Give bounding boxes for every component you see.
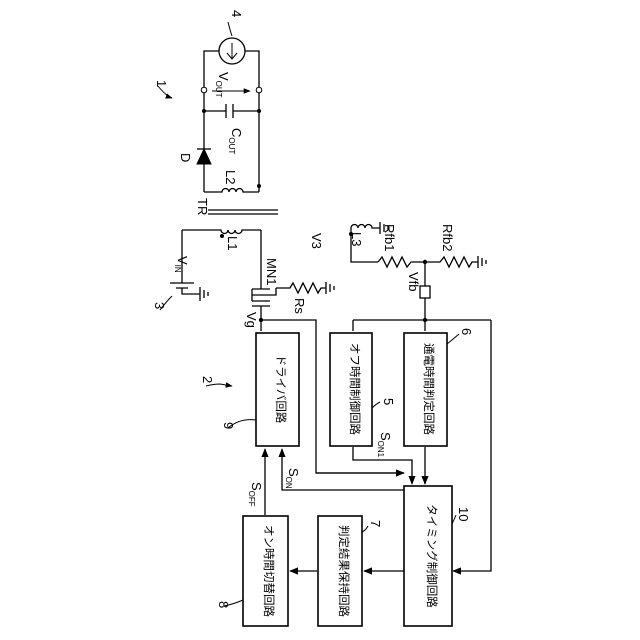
s-on-label: SON — [284, 468, 301, 489]
ref-5: 5 — [381, 398, 396, 405]
l3-label: L3 — [349, 232, 364, 246]
l1-coil — [182, 230, 261, 234]
rs-label: Rs — [292, 298, 307, 314]
vg-label: Vg — [244, 312, 259, 328]
ref-1: 1 — [154, 80, 169, 87]
rfb1-label: Rfb1 — [382, 224, 397, 251]
diode-d — [197, 149, 211, 164]
rs-resistor — [276, 283, 326, 293]
vin-label: VIN — [173, 256, 190, 273]
cout-capacitor — [204, 104, 259, 118]
ground-icon — [200, 287, 208, 301]
output-section — [197, 38, 262, 192]
terminal-left — [201, 87, 207, 93]
rs-ground-icon — [326, 282, 334, 294]
d-label: D — [178, 153, 193, 162]
tr-label: TR — [195, 198, 210, 215]
l2-label: L2 — [223, 170, 238, 184]
timing-label: タイミング制御回路 — [425, 504, 439, 608]
v3-label: V3 — [309, 233, 324, 249]
vin-source — [170, 283, 194, 288]
transformer-core — [208, 210, 278, 214]
ref-7: 7 — [368, 520, 383, 527]
mn1-label: MN1 — [264, 258, 279, 285]
vout-label: VOUT — [214, 72, 231, 98]
s-on1-label: SON1 — [376, 432, 393, 458]
mn1-transistor — [252, 288, 276, 301]
off-time-label: オフ時間制御回路 — [348, 343, 362, 435]
ref-2: 2 — [200, 376, 215, 383]
ref-4: 4 — [229, 10, 244, 17]
rfb2-ground-icon — [478, 256, 486, 268]
terminal-right — [256, 87, 262, 93]
ref-6: 6 — [459, 328, 474, 335]
feedback-section — [349, 222, 486, 320]
ref-3: 3 — [152, 302, 167, 309]
ref-10: 10 — [456, 507, 471, 521]
current-source-arrow-icon — [227, 43, 237, 59]
rfb1-resistor — [378, 257, 425, 267]
result-hold-label: 判定結果保持回路 — [337, 525, 351, 617]
vfb-label: Vfb — [406, 272, 421, 292]
rfb2-label: Rfb2 — [440, 224, 455, 251]
rfb2-resistor — [425, 257, 478, 267]
l1-label: L1 — [225, 236, 240, 250]
s-off-label: SOFF — [247, 482, 264, 507]
l2-coil — [204, 189, 259, 192]
driver-label: ドライバ回路 — [274, 355, 288, 424]
cout-label: COUT — [227, 128, 244, 154]
conduction-label: 通電時間判定回路 — [422, 343, 436, 435]
on-time-switch-label: オン時間切替回路 — [262, 525, 276, 617]
